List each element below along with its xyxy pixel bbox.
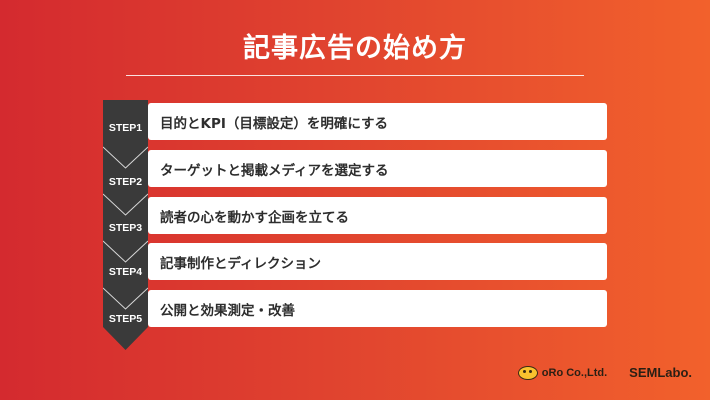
step-4-box: 記事制作とディレクション	[148, 243, 607, 280]
title-divider	[126, 75, 584, 76]
semlabo-logo: SEMLabo.	[629, 365, 692, 380]
oro-mascot-icon	[517, 365, 538, 380]
step-3-label: STEP3	[108, 222, 143, 234]
footer-logos: oRo Co.,Ltd. SEMLabo.	[517, 365, 692, 380]
step-4-label: STEP4	[108, 266, 143, 278]
step-divider-chevron	[103, 193, 148, 216]
step-2-label: STEP2	[108, 176, 143, 188]
step-5-text: 公開と効果測定・改善	[160, 302, 295, 319]
page-title: 記事広告の始め方	[243, 33, 467, 64]
step-3-box: 読者の心を動かす企画を立てる	[148, 197, 607, 234]
oro-logo: oRo Co.,Ltd.	[517, 365, 608, 380]
step-1-box: 目的とKPI（目標設定）を明確にする	[148, 103, 607, 140]
step-5-box: 公開と効果測定・改善	[148, 290, 607, 327]
step-divider-chevron	[103, 146, 148, 169]
step-arrow-graphic	[103, 100, 148, 350]
oro-logo-text: oRo Co.,Ltd.	[541, 366, 608, 379]
step-5-label: STEP5	[108, 313, 143, 325]
step-divider-chevron	[103, 287, 148, 310]
step-2-text: ターゲットと掲載メディアを選定する	[160, 162, 389, 179]
step-4-text: 記事制作とディレクション	[160, 255, 322, 272]
step-2-box: ターゲットと掲載メディアを選定する	[148, 150, 607, 187]
step-1-text: 目的とKPI（目標設定）を明確にする	[160, 115, 389, 132]
step-3-text: 読者の心を動かす企画を立てる	[160, 209, 349, 226]
step-arrow-body	[103, 100, 148, 350]
step-divider-chevron	[103, 240, 148, 263]
step-1-label: STEP1	[108, 122, 143, 134]
